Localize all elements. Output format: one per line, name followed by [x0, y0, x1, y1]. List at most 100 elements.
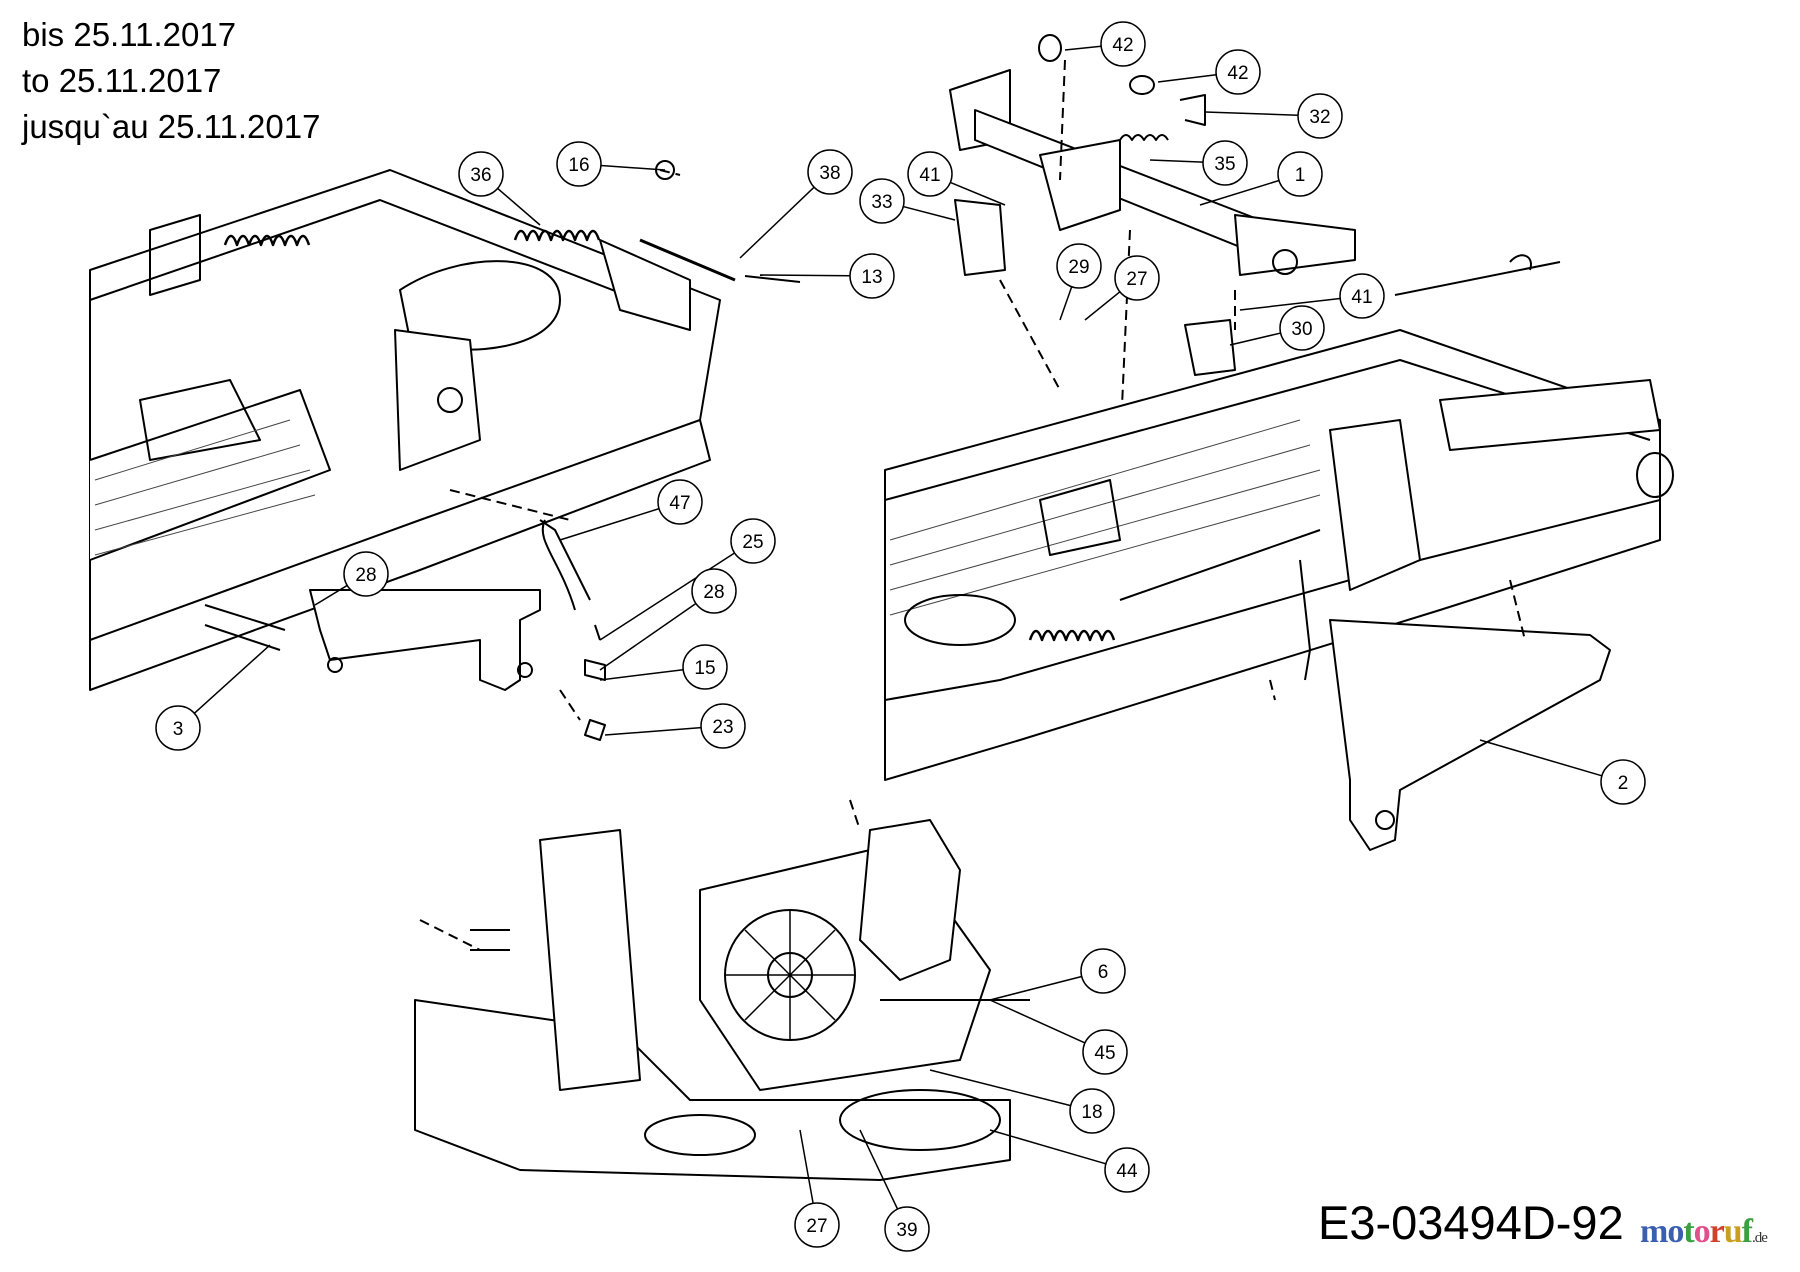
- callout-42: 42: [1064, 21, 1146, 67]
- watermark-letter: o: [1667, 1213, 1684, 1250]
- callout-number: 36: [470, 165, 491, 186]
- callout-number: 1: [1295, 165, 1306, 186]
- spring-right: [1028, 629, 1116, 642]
- callout-number: 2: [1618, 773, 1629, 794]
- leader-line: [1084, 291, 1121, 321]
- watermark-letter: f: [1741, 1213, 1753, 1250]
- transmission-assembly: [414, 799, 1030, 1181]
- leader-line: [989, 999, 1086, 1044]
- left-frame-assembly: [89, 160, 801, 741]
- callout-circle: [1297, 93, 1343, 139]
- leader-line: [989, 1129, 1107, 1165]
- callout-36: 36: [458, 151, 541, 226]
- leader-line: [599, 602, 697, 671]
- callout-circle: [458, 151, 504, 197]
- callout-number: 25: [742, 532, 763, 553]
- leader-line: [497, 187, 541, 226]
- leader-line: [1204, 111, 1299, 116]
- callout-circle: [1080, 948, 1126, 994]
- callout-number: 47: [669, 493, 690, 514]
- callout-number: 39: [896, 1220, 917, 1241]
- leader-line: [314, 584, 348, 606]
- callout-33: 33: [859, 178, 956, 224]
- pedal-shaft-assembly: [949, 34, 1561, 451]
- callout-circle: [1279, 305, 1325, 351]
- callout-circle: [1056, 243, 1102, 289]
- callout-23: 23: [604, 703, 746, 749]
- callout-number: 45: [1094, 1043, 1115, 1064]
- right-frame-assembly: [884, 329, 1674, 851]
- callout-circle: [849, 253, 895, 299]
- callout-28: 28: [599, 568, 737, 671]
- watermark-logo: motoruf.de: [1640, 1212, 1768, 1258]
- spring-36: [223, 229, 601, 247]
- watermark-letter: t: [1683, 1213, 1694, 1250]
- callout-number: 44: [1116, 1161, 1138, 1182]
- validity-de: bis 25.11.2017: [22, 16, 237, 53]
- callout-27: 27: [794, 1129, 840, 1248]
- validity-en: to 25.11.2017: [22, 62, 222, 99]
- callout-39: 39: [859, 1129, 930, 1252]
- leader-line: [989, 975, 1082, 1001]
- leader-line: [193, 644, 271, 714]
- callout-circle: [343, 551, 389, 597]
- callout-44: 44: [989, 1129, 1150, 1193]
- callout-30: 30: [1229, 305, 1325, 351]
- callout-circle: [657, 479, 703, 525]
- callout-16: 16: [556, 141, 666, 187]
- callout-18: 18: [929, 1069, 1115, 1134]
- callout-circle: [907, 151, 953, 197]
- leader-line: [739, 186, 815, 259]
- callout-number: 27: [806, 1216, 827, 1237]
- leader-line: [1064, 45, 1102, 51]
- leader-line: [799, 1129, 814, 1204]
- leader-line: [1239, 297, 1341, 311]
- callout-47: 47: [559, 479, 703, 541]
- callout-circle: [1600, 759, 1646, 805]
- callout-circle: [807, 149, 853, 195]
- callout-45: 45: [989, 999, 1128, 1075]
- callout-number: 15: [694, 658, 715, 679]
- callout-circle: [859, 178, 905, 224]
- leader-line: [1479, 739, 1603, 777]
- callout-number: 41: [919, 165, 940, 186]
- watermark-name: motoruf: [1640, 1213, 1753, 1250]
- watermark-tld: .de: [1752, 1230, 1768, 1246]
- callout-number: 23: [712, 717, 733, 738]
- callout-circle: [1082, 1029, 1128, 1075]
- leader-line: [1199, 179, 1280, 206]
- callout-2: 2: [1479, 739, 1646, 805]
- callout-number: 3: [173, 719, 184, 740]
- callout-number: 30: [1291, 319, 1312, 340]
- callout-27: 27: [1084, 255, 1160, 321]
- leader-line: [599, 668, 684, 681]
- callout-number: 13: [861, 267, 882, 288]
- callout-38: 38: [739, 149, 853, 259]
- callout-3: 3: [155, 644, 271, 751]
- callout-circle: [682, 644, 728, 690]
- callout-1: 1: [1199, 151, 1323, 206]
- callout-circle: [1069, 1088, 1115, 1134]
- callout-circle: [155, 705, 201, 751]
- callout-number: 18: [1081, 1102, 1102, 1123]
- callout-25: 25: [599, 518, 776, 641]
- callout-number: 33: [871, 192, 892, 213]
- leader-line: [1157, 73, 1217, 83]
- callout-circle: [1277, 151, 1323, 197]
- callout-number: 29: [1068, 257, 1089, 278]
- callout-circle: [1114, 255, 1160, 301]
- watermark-letter: o: [1693, 1213, 1711, 1250]
- leader-line: [859, 1129, 899, 1210]
- callout-number: 41: [1351, 287, 1372, 308]
- leader-line: [1149, 159, 1204, 163]
- callout-circle: [884, 1206, 930, 1252]
- leader-line: [759, 274, 851, 277]
- callout-41: 41: [907, 151, 1006, 206]
- callout-number: 28: [355, 565, 376, 586]
- validity-fr: jusqu`au 25.11.2017: [22, 108, 321, 145]
- callout-circle: [1202, 140, 1248, 186]
- callout-number: 28: [703, 582, 724, 603]
- watermark-letter: u: [1723, 1213, 1743, 1250]
